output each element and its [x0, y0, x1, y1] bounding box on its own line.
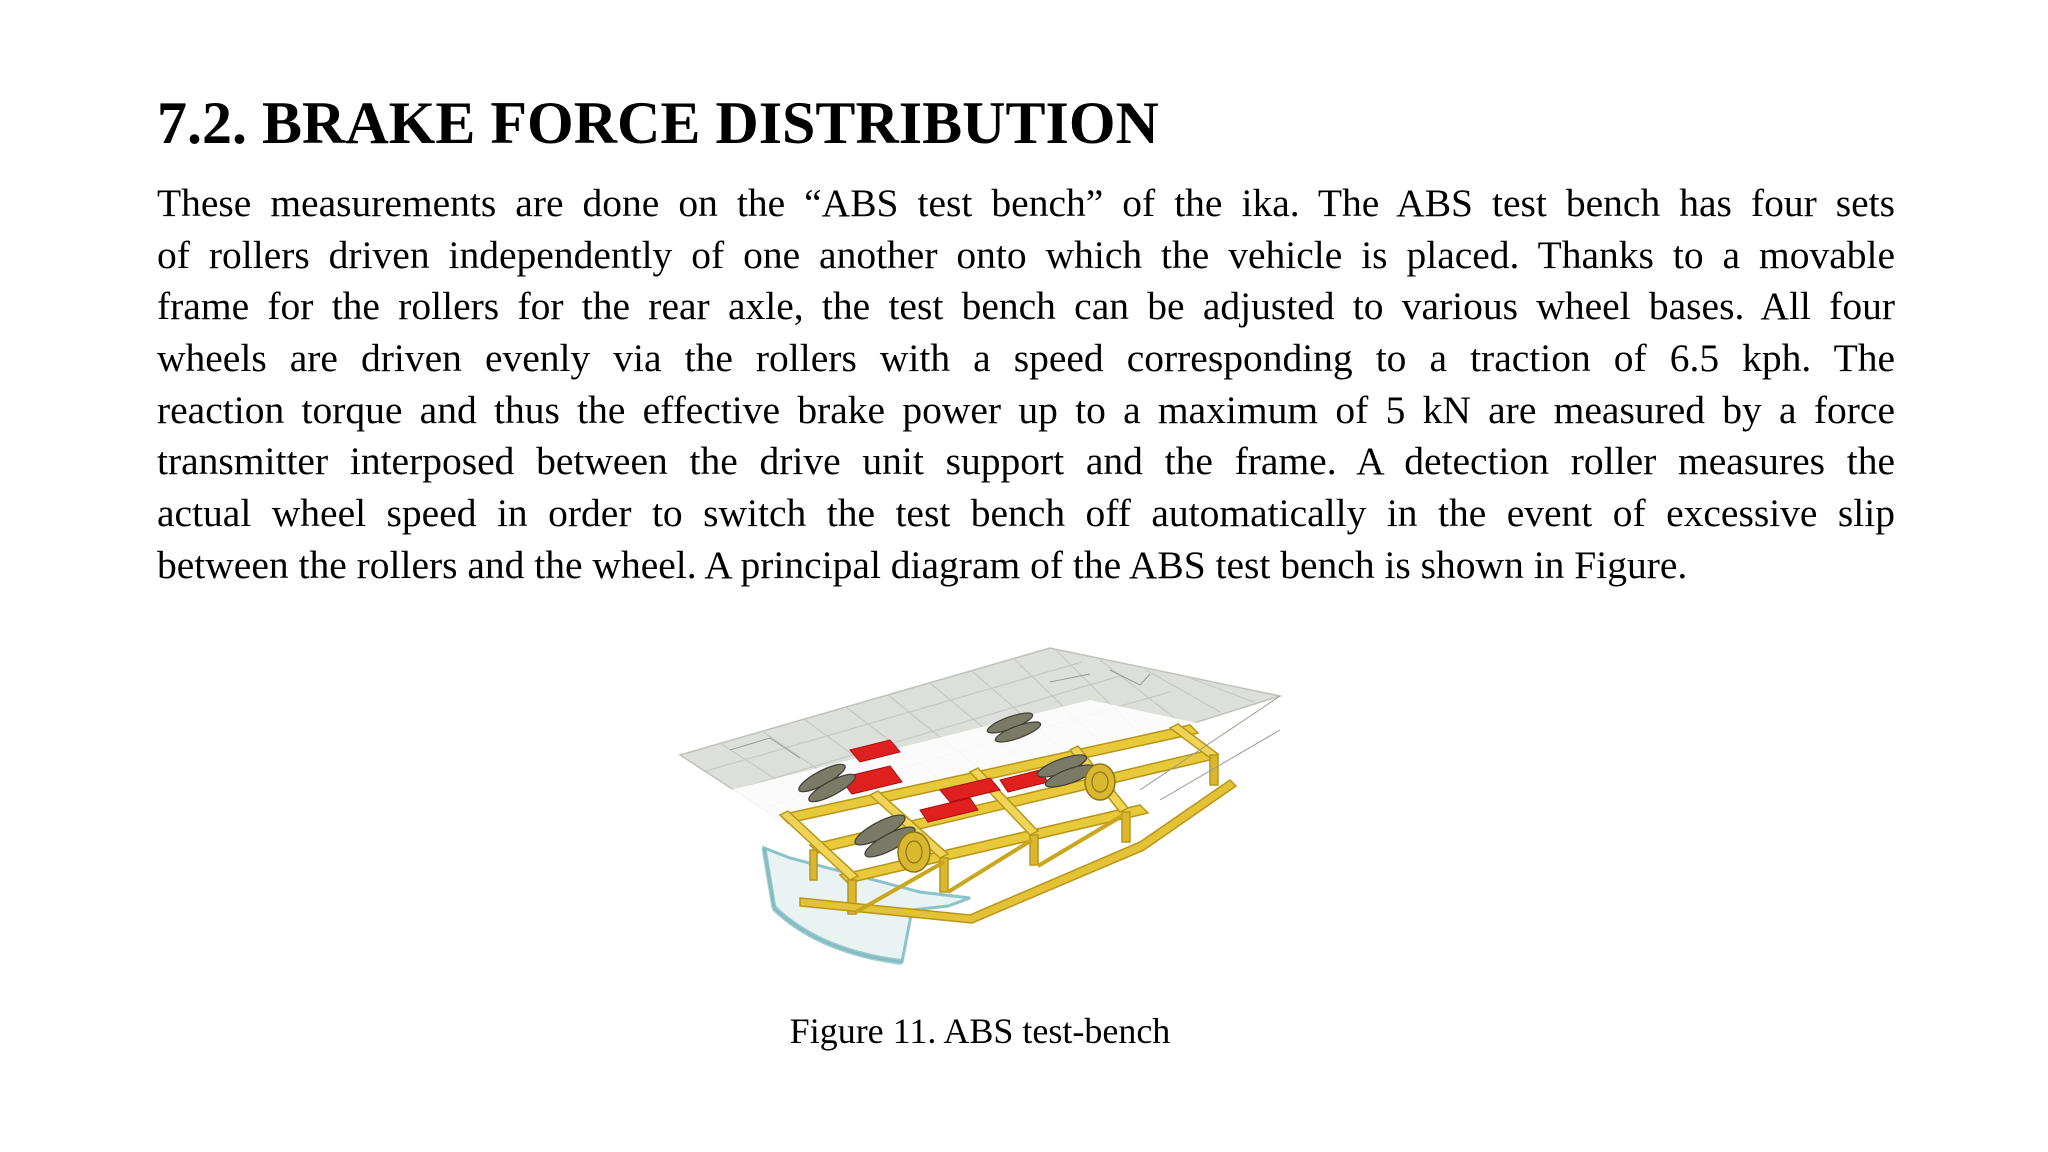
section-heading: 7.2. BRAKE FORCE DISTRIBUTION: [157, 90, 1159, 156]
paragraph-line: wheels are driven evenly via the rollers…: [157, 336, 1895, 381]
paragraph-line: of rollers driven independently of one a…: [157, 232, 1895, 277]
paragraph-line: These measurements are done on the “ABS …: [157, 181, 1895, 225]
paragraph-line: between the rollers and the wheel. A pri…: [157, 542, 1688, 587]
steel-frame: [778, 723, 1238, 924]
paragraph-line: reaction torque and thus the effective b…: [157, 387, 1895, 432]
paragraph-line: transmitter interposed between the drive…: [157, 439, 1895, 484]
guard-lines: [729, 669, 1281, 801]
floor-plates: [678, 647, 1283, 855]
brake-units: [839, 739, 1049, 823]
abs-test-bench-illustration: [678, 647, 1283, 965]
roller-sets: [798, 712, 1116, 873]
paragraph-line: frame for the rollers for the rear axle,…: [157, 284, 1895, 329]
paragraph-line: actual wheel speed in order to switch th…: [157, 491, 1895, 536]
figure-caption: Figure 11. ABS test-bench: [789, 1011, 1171, 1051]
body-paragraph: These measurements are done on the “ABS …: [157, 178, 1895, 592]
